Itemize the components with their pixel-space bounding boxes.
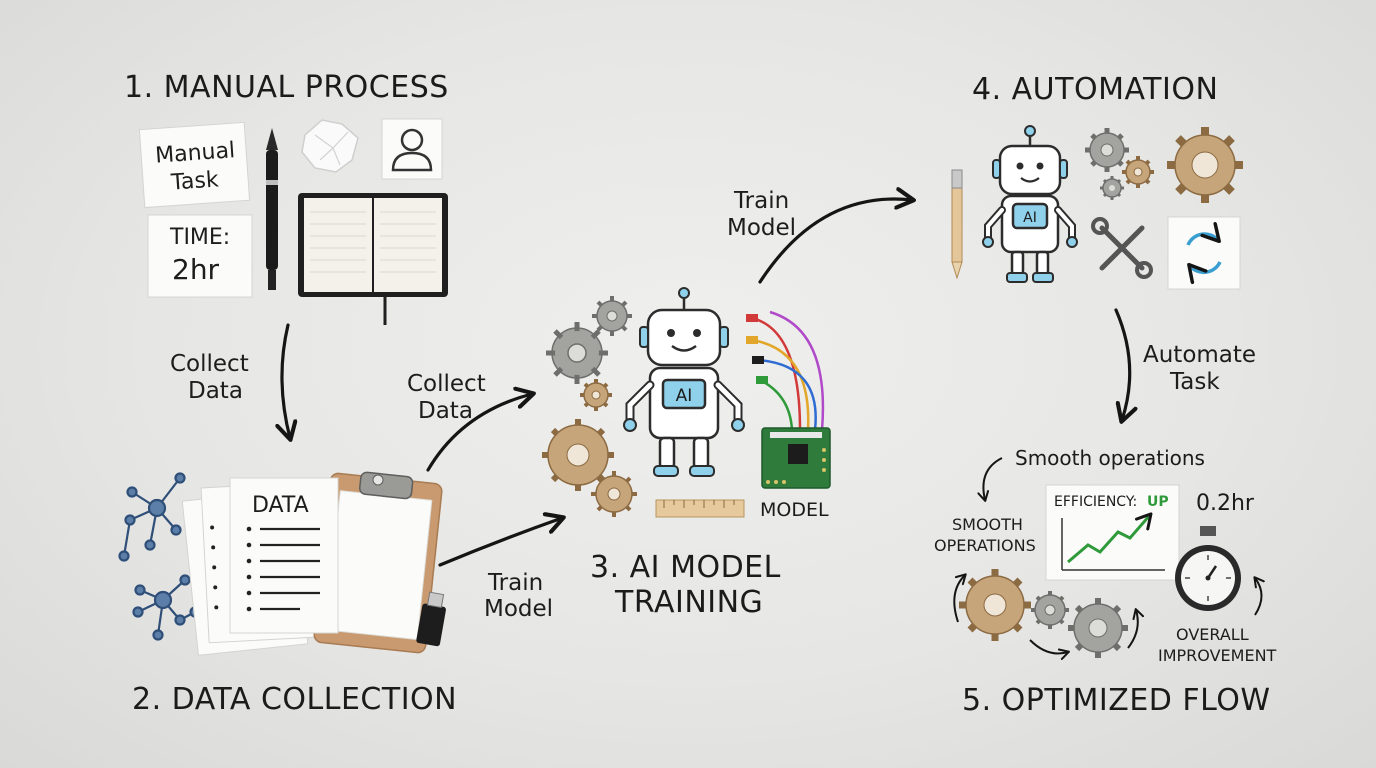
arrow-collect-data-2-label: Collect — [407, 371, 486, 397]
efficiency-label: EFFICIENCY: — [1054, 494, 1137, 510]
overall-improvement-label: OVERALL — [1176, 625, 1249, 644]
optimized-time-value: 0.2hr — [1196, 491, 1255, 516]
overall-improvement-label-2: IMPROVEMENT — [1158, 646, 1277, 665]
smooth-operations-label-2: OPERATIONS — [934, 536, 1036, 555]
efficiency-chart-card: EFFICIENCY: UP — [1045, 484, 1180, 581]
efficiency-trend-line — [1067, 512, 1153, 564]
circuit-board-icon — [746, 310, 831, 489]
time-value: 2hr — [172, 253, 220, 286]
data-document-label: DATA — [252, 493, 309, 518]
arrow-automate-task-label: Automate — [1143, 342, 1256, 368]
arrow-train-model-1 — [438, 518, 562, 567]
manual-task-text: Manual — [154, 138, 236, 169]
stage-3-title: 3. AI MODEL — [590, 550, 781, 585]
robot-ai-badge-2: AI — [1023, 210, 1037, 226]
smooth-operations-arrow — [977, 457, 1003, 502]
arrow-automate-task — [1114, 308, 1130, 420]
smooth-operations-label: SMOOTH — [952, 515, 1023, 534]
stage-5-title: 5. OPTIMIZED FLOW — [962, 683, 1271, 718]
gear-cluster-optimized — [953, 569, 1145, 661]
arrow-collect-data-1 — [282, 323, 290, 438]
time-label: TIME: — [169, 225, 230, 250]
gear-cluster-automation — [1085, 127, 1243, 203]
pen-icon — [266, 128, 278, 290]
ai-robot-automation: AI — [982, 125, 1078, 283]
stage-4-title: 4. AUTOMATION — [972, 72, 1218, 107]
arrow-automate-task-label-2: Task — [1169, 369, 1220, 395]
arrow-train-model-2-label: Train — [733, 188, 789, 214]
manual-task-text-2: Task — [169, 167, 219, 195]
cycle-icon — [1167, 216, 1241, 290]
efficiency-up: UP — [1147, 494, 1169, 510]
arrow-collect-data-2 — [426, 394, 532, 472]
gear-cluster-training — [542, 296, 637, 517]
model-label: MODEL — [760, 499, 829, 521]
arrow-collect-data-1-label: Collect — [170, 351, 249, 377]
network-graph-icon — [118, 472, 201, 641]
time-card: TIME: 2hr — [147, 214, 253, 298]
smooth-operations-note: Smooth operations — [1015, 446, 1205, 470]
arrow-train-model-1-label: Train — [487, 570, 543, 596]
wrench-icon — [1091, 217, 1153, 279]
arrow-collect-data-1-label-2: Data — [188, 378, 243, 404]
arrow-train-model-1-label-2: Model — [484, 596, 553, 622]
stopwatch-icon — [1175, 526, 1241, 611]
stage-3-title-line2: TRAINING — [614, 585, 763, 620]
stage-2-title: 2. DATA COLLECTION — [132, 682, 457, 717]
arrow-collect-data-2-label-2: Data — [418, 398, 473, 424]
usb-drive-icon — [416, 591, 446, 647]
ai-robot-training: AI — [623, 287, 745, 477]
arrow-train-model-2-label-2: Model — [727, 215, 796, 241]
data-document: DATA — [229, 477, 339, 634]
crumpled-paper-icon — [301, 119, 359, 173]
arrow-train-model-2 — [758, 199, 912, 284]
pencil-icon — [951, 169, 963, 280]
clipboard-icon — [313, 471, 443, 654]
robot-ai-badge: AI — [676, 386, 693, 406]
improvement-arrow — [1253, 576, 1265, 616]
user-avatar-icon — [381, 118, 443, 180]
manual-task-card: Manual Task — [138, 121, 251, 209]
ruler-icon — [655, 499, 745, 518]
notebook-icon — [298, 193, 448, 325]
stage-1-title: 1. MANUAL PROCESS — [124, 70, 449, 105]
